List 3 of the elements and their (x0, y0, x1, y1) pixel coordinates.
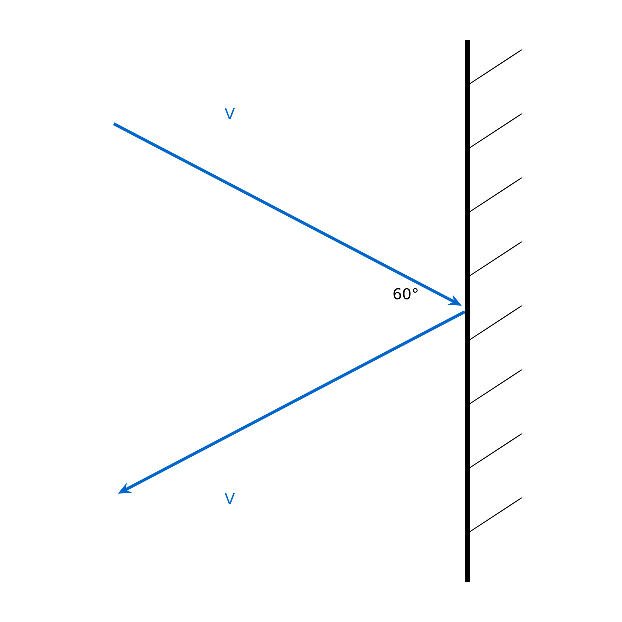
velocity-label: V (224, 494, 235, 504)
velocity-label: V (224, 108, 235, 120)
angle-label: 60° (394, 288, 418, 300)
